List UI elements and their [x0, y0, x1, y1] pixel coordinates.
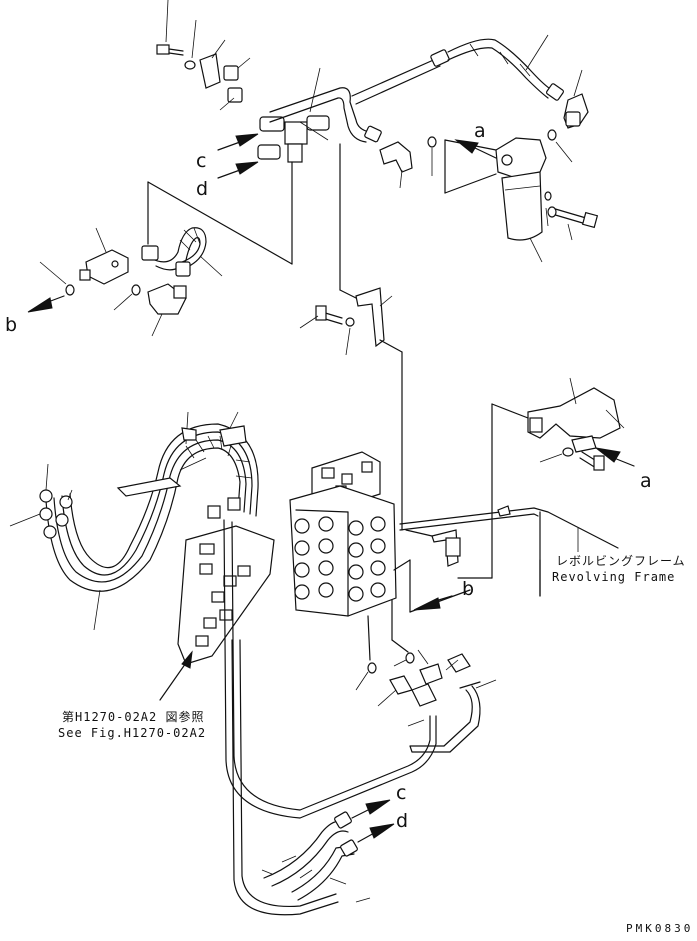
tee-fitting [257, 115, 330, 163]
arrow-d-top [217, 161, 259, 179]
arrow-c-top [217, 133, 259, 151]
top-bolt [156, 44, 184, 56]
callout-b-left: b [5, 314, 18, 336]
callout-c-bottom: c [396, 782, 407, 804]
o-ring-right [547, 129, 557, 141]
top-clamp [199, 53, 221, 89]
hose-guide [177, 497, 275, 665]
left-hose-bundle [39, 423, 259, 592]
top-pipe [269, 38, 564, 143]
callout-d-top: d [196, 178, 209, 200]
filter-bowl [501, 171, 543, 241]
left-block-fitting [79, 249, 129, 285]
valve-spools [294, 516, 386, 602]
callout-c-top: c [196, 150, 207, 172]
valve-bracket [431, 529, 461, 567]
left-elbow-fitting [147, 283, 187, 315]
arrow-a-right [595, 447, 635, 467]
note-frame-en: Revolving Frame [552, 570, 676, 584]
arrow-a-top [454, 139, 497, 159]
center-bracket [355, 287, 385, 348]
o-ring-valve-a [367, 662, 377, 674]
callout-a-top: a [474, 120, 486, 142]
arrow-b-left [27, 295, 65, 313]
callout-d-bottom: d [396, 810, 409, 832]
long-hoses [223, 519, 481, 916]
left-hose-loop [141, 227, 207, 277]
top-cushions [223, 65, 243, 103]
control-valve [289, 451, 397, 617]
note-ref-en: See Fig.H1270-02A2 [58, 726, 207, 740]
valve-adapters [389, 653, 471, 707]
right-elbow [563, 93, 589, 129]
note-frame-jp: レボルビングフレーム [556, 554, 686, 568]
arrow-d-bottom [357, 823, 395, 843]
callout-b-center: b [462, 578, 475, 600]
center-bolt [315, 305, 355, 327]
o-ring-left [65, 284, 75, 296]
drawing-code: PMK0830 [626, 922, 694, 935]
filter-head [495, 137, 547, 179]
filter-bolt [544, 191, 599, 229]
o-ring-valve-b [405, 652, 415, 664]
bottom-hoses [263, 811, 358, 901]
right-bracket [527, 387, 621, 453]
o-ring-filter [427, 136, 437, 148]
filter-elbow [379, 141, 413, 173]
note-ref-jp: 第H1270-02A2 図参照 [62, 710, 205, 724]
callout-a-right: a [640, 470, 652, 492]
o-ring-elbow [131, 284, 141, 296]
top-washer [184, 60, 196, 70]
arrow-c-bottom [351, 799, 391, 819]
right-bolt [562, 447, 605, 471]
arrow-b-center [413, 595, 453, 611]
